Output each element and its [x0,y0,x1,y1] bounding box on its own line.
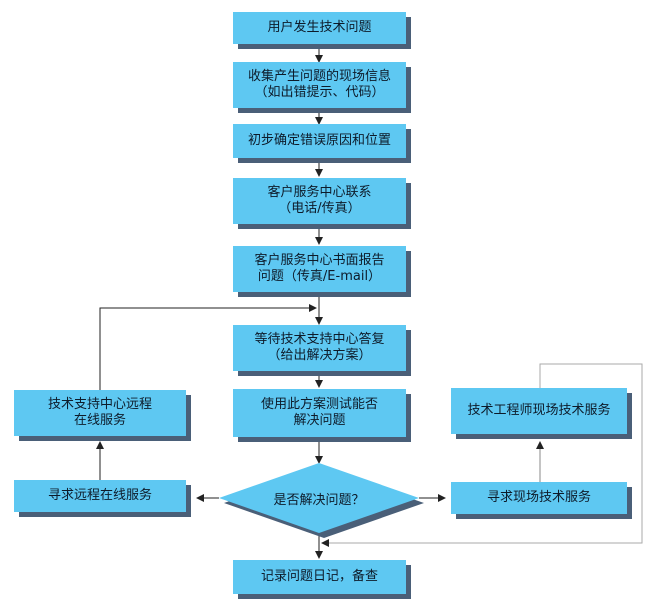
step-onsite-service-label: 技术工程师现场技术服务 [467,403,611,418]
step-user-issue-label: 用户发生技术问题 [267,20,372,35]
step-seek-remote-label: 寻求远程在线服务 [47,488,152,503]
step-locate-label: 初步确定错误原因和位置 [247,133,391,148]
step-test-line2: 解决问题 [293,413,346,428]
step-seek-remote: 寻求远程在线服务 [14,480,186,512]
step-report-line1: 客户服务中心书面报告 [254,253,385,268]
step-remote-line2: 在线服务 [73,413,126,428]
step-locate-error: 初步确定错误原因和位置 [233,124,406,158]
step-report-line2: 问题（传真/E-mail） [257,269,382,284]
step-contact-center: 客户服务中心联系 （电话/传真） [233,178,406,224]
step-wait-line2: （给出解决方案） [267,348,372,363]
step-seek-onsite-label: 寻求现场技术服务 [486,490,591,505]
step-record-log: 记录问题日记，备查 [233,560,406,594]
step-record-label: 记录问题日记，备查 [260,569,378,584]
step-test-line1: 使用此方案测试能否 [260,397,378,412]
step-contact-line1: 客户服务中心联系 [267,185,372,200]
step-collect-line2: （如出错提示、代码） [254,85,385,100]
step-collect-line1: 收集产生问题的现场信息 [247,69,391,84]
decision-diamond [219,463,419,533]
step-seek-onsite: 寻求现场技术服务 [451,482,627,514]
step-contact-line2: （电话/传真） [278,201,361,216]
step-onsite-service: 技术工程师现场技术服务 [451,388,627,434]
step-wait-reply: 等待技术支持中心答复 （给出解决方案） [233,325,406,371]
step-written-report: 客户服务中心书面报告 问题（传真/E-mail） [233,246,406,292]
arrow-onsite-to-record [321,363,643,547]
decision-label: 是否解决问题？ [273,493,365,508]
step-wait-line1: 等待技术支持中心答复 [254,332,385,347]
step-user-issue: 用户发生技术问题 [233,12,406,44]
step-remote-service: 技术支持中心远程 在线服务 [14,390,186,436]
step-collect-info: 收集产生问题的现场信息 （如出错提示、代码） [233,62,406,108]
step-test-solution: 使用此方案测试能否 解决问题 [233,389,406,437]
step-remote-line1: 技术支持中心远程 [47,397,152,412]
arrow-remote-to-wait [99,304,317,390]
